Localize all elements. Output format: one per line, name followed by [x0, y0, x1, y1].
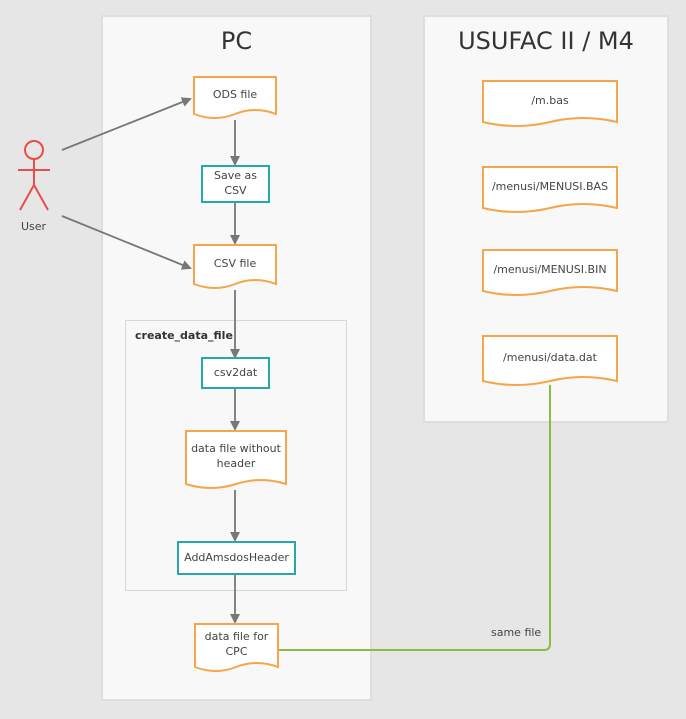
csv-file-label: CSV file: [213, 256, 257, 270]
same-file-label: same file: [491, 626, 542, 639]
data-file-without-header-label: data file without header: [191, 442, 281, 470]
data-dat-doc: /menusi/data.dat: [482, 335, 618, 389]
document-shape: [193, 76, 277, 119]
data-file-for-cpc-label: data file for CPC: [204, 630, 269, 658]
document-shape: [482, 80, 618, 127]
document-shape: [193, 244, 277, 289]
user-actor: [14, 140, 54, 216]
ods-file-label: ODS file: [212, 87, 258, 101]
menusi-bas-label: /menusi/MENUSI.BAS: [491, 179, 609, 193]
user-stick-figure-icon: [18, 140, 50, 211]
data-dat-label: /menusi/data.dat: [503, 350, 597, 364]
save-as-csv-label: Save as CSV: [214, 169, 257, 197]
csv2dat-label: csv2dat: [213, 365, 258, 379]
document-shape: [482, 335, 618, 386]
ods-file-doc: ODS file: [193, 76, 277, 122]
group-label: create_data_file: [135, 329, 233, 342]
data-file-for-cpc-doc: data file for CPC: [194, 623, 279, 675]
csv-file-doc: CSV file: [193, 244, 277, 292]
document-shape: [482, 249, 618, 296]
usufac-lane-title: USUFAC II / M4: [458, 27, 634, 55]
save-as-csv-process: Save as CSV: [201, 165, 270, 203]
menusi-bin-label: /menusi/MENUSI.BIN: [493, 262, 607, 276]
csv2dat-process: csv2dat: [201, 357, 270, 389]
menusi-bas-doc: /menusi/MENUSI.BAS: [482, 166, 618, 216]
document-shape: [194, 623, 279, 672]
add-amsdos-header-process: AddAmsdosHeader: [177, 541, 296, 575]
m-bas-doc: /m.bas: [482, 80, 618, 130]
m-bas-label: /m.bas: [531, 93, 569, 107]
data-file-without-header-doc: data file without header: [185, 430, 287, 492]
document-shape: [185, 430, 287, 489]
user-label: User: [21, 220, 47, 233]
add-amsdos-header-label: AddAmsdosHeader: [184, 550, 289, 564]
menusi-bin-doc: /menusi/MENUSI.BIN: [482, 249, 618, 299]
document-shape: [482, 166, 618, 213]
pc-lane-title: PC: [220, 27, 253, 55]
